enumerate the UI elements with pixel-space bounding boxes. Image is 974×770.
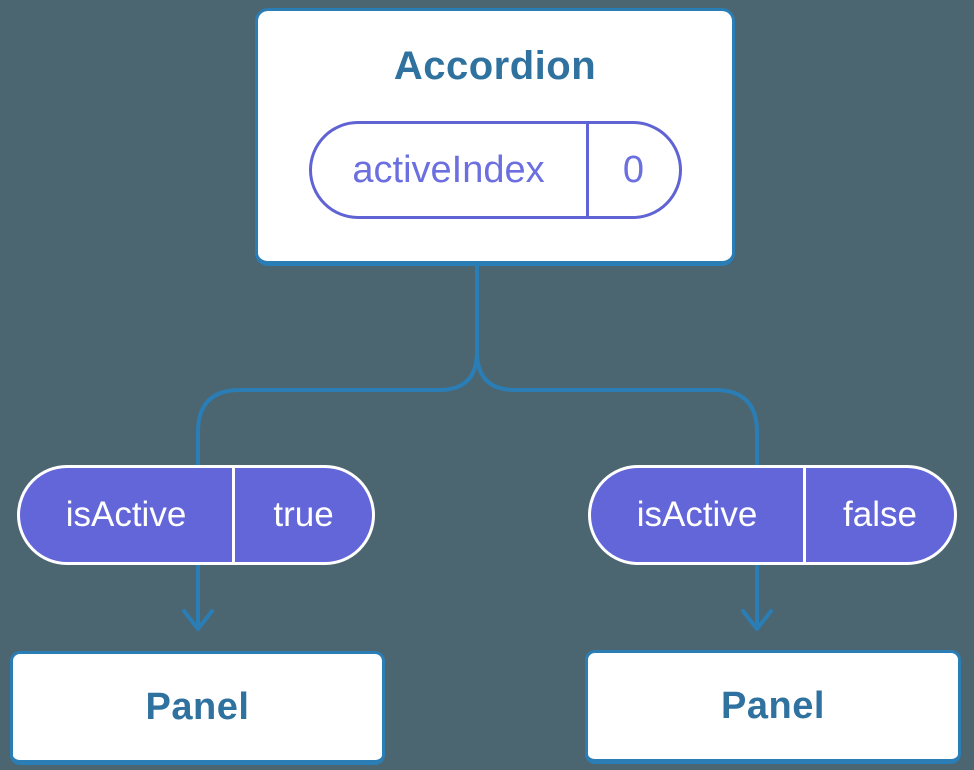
connector-branch-left [196,350,479,628]
connector-branch-right [475,350,759,628]
prop-name: isActive [20,468,235,562]
panel-component-node-left: Panel [10,651,385,765]
state-value: 0 [622,148,645,191]
state-pill: activeIndex 0 [308,121,682,219]
accordion-component-node: Accordion activeIndex 0 [255,8,735,266]
arrow-down-right-icon [741,609,773,631]
prop-pill-right: isActive false [588,465,957,565]
panel-node-title: Panel [145,685,250,728]
prop-value: true [273,495,334,534]
panel-node-title: Panel [721,684,825,727]
accordion-node-title: Accordion [393,44,597,88]
prop-value: false [843,495,917,534]
prop-name: isActive [591,468,806,562]
state-name: activeIndex [312,124,589,216]
prop-pill-left: isActive true [17,465,375,565]
panel-component-node-right: Panel [585,650,961,764]
arrow-down-left-icon [182,609,214,631]
